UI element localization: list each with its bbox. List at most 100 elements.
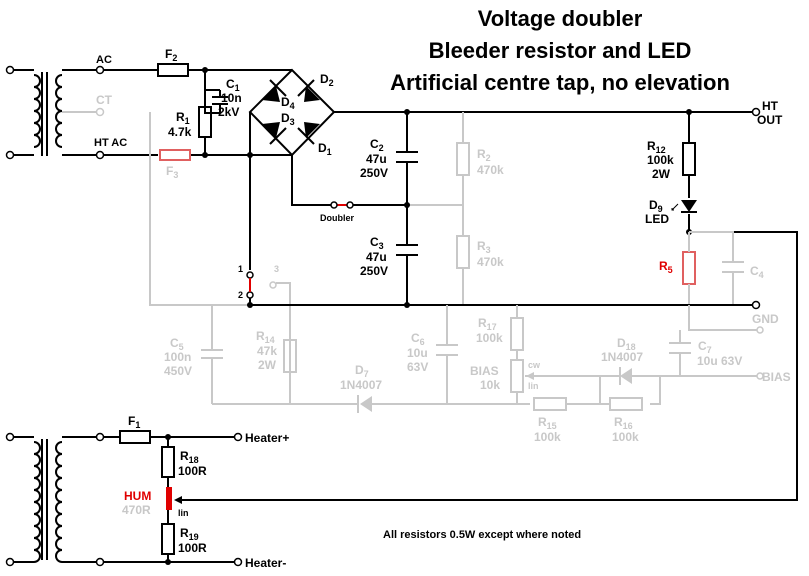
hum-label: HUM bbox=[124, 489, 151, 503]
f3-label: F3 bbox=[166, 164, 178, 180]
switch-pos-1: 1 bbox=[238, 264, 243, 274]
r12-value2: 2W bbox=[652, 167, 671, 181]
label-ac: AC bbox=[96, 54, 112, 66]
c6-label: C6 bbox=[411, 331, 425, 347]
d9-label: D9 bbox=[649, 198, 663, 214]
capacitor-c6 bbox=[436, 344, 458, 356]
f2-label: F2 bbox=[165, 47, 177, 63]
c2-value1: 47u bbox=[366, 152, 387, 166]
r15-label: R15 bbox=[538, 415, 557, 431]
diode-d7-icon bbox=[360, 396, 372, 412]
ht-transformer bbox=[5, 65, 105, 160]
label-ht-ac: HT AC bbox=[94, 137, 127, 149]
d9-value: LED bbox=[645, 212, 669, 226]
diode-d18-icon bbox=[620, 368, 632, 384]
capacitor-c5 bbox=[201, 349, 223, 359]
label-cw: cw bbox=[528, 360, 541, 370]
title-line-3: Artificial centre tap, no elevation bbox=[390, 70, 730, 95]
resistor-r3 bbox=[456, 235, 470, 269]
label-heater-minus: Heater- bbox=[245, 556, 286, 570]
resistor-r5 bbox=[682, 251, 696, 285]
capacitor-c3 bbox=[396, 244, 418, 256]
label-ht: HT bbox=[762, 99, 779, 113]
switch-pos-2: 2 bbox=[238, 290, 243, 300]
label-out: OUT bbox=[757, 113, 783, 127]
resistor-r19 bbox=[161, 523, 175, 555]
c2-label: C2 bbox=[370, 137, 384, 153]
r14-value2: 2W bbox=[258, 358, 277, 372]
c1-value1: 10n bbox=[221, 91, 242, 105]
r12-value1: 100k bbox=[647, 153, 674, 167]
c5-label: C5 bbox=[170, 336, 184, 352]
r12-label: R12 bbox=[647, 139, 666, 155]
r1-label: R1 bbox=[176, 110, 190, 126]
d2-label: D2 bbox=[320, 72, 334, 88]
fuse-f2 bbox=[157, 63, 189, 77]
resistor-r15 bbox=[533, 397, 567, 411]
fuse-f1 bbox=[119, 430, 151, 444]
capacitor-c1 bbox=[212, 96, 228, 105]
r1-value: 4.7k bbox=[168, 125, 192, 139]
c3-value1: 47u bbox=[366, 250, 387, 264]
c1-value2: 2kV bbox=[218, 105, 239, 119]
hum-wiper-icon bbox=[174, 496, 182, 504]
switch-pos-3: 3 bbox=[274, 264, 279, 274]
r2-value: 470k bbox=[477, 163, 504, 177]
label-lin: lin bbox=[528, 381, 539, 391]
c7-label: C7 bbox=[698, 339, 712, 355]
bias-pot-label: BIAS bbox=[470, 364, 499, 378]
d7-value: 1N4007 bbox=[340, 378, 382, 392]
c5-value2: 450V bbox=[164, 364, 192, 378]
r15-value: 100k bbox=[534, 430, 561, 444]
capacitor-c7 bbox=[669, 342, 691, 354]
c2-value2: 250V bbox=[360, 166, 388, 180]
d1-label: D1 bbox=[318, 141, 332, 157]
d7-label: D7 bbox=[355, 363, 369, 379]
bridge-rectifier bbox=[248, 68, 336, 157]
label-lin-hum: lin bbox=[178, 508, 189, 518]
c6-value1: 10u bbox=[407, 346, 428, 360]
label-gnd: GND bbox=[752, 312, 779, 326]
r3-value: 470k bbox=[477, 255, 504, 269]
c6-value2: 63V bbox=[407, 360, 428, 374]
r5-label: R5 bbox=[659, 259, 673, 275]
resistor-r18 bbox=[161, 446, 175, 478]
note-text: All resistors 0.5W except where noted bbox=[383, 529, 581, 541]
r14-value1: 47k bbox=[257, 344, 277, 358]
f1-label: F1 bbox=[128, 414, 140, 430]
r17-label: R17 bbox=[478, 316, 497, 332]
r19-label: R19 bbox=[180, 526, 199, 542]
resistor-r14 bbox=[283, 339, 297, 373]
r14-label: R14 bbox=[256, 329, 275, 345]
resistor-r12 bbox=[682, 142, 696, 176]
d18-label: D18 bbox=[617, 336, 636, 352]
led-d9-icon bbox=[681, 200, 697, 212]
r18-value: 100R bbox=[178, 464, 207, 478]
d4-label: D4 bbox=[281, 95, 295, 111]
label-doubler: Doubler bbox=[320, 213, 354, 223]
bias-pot-value: 10k bbox=[480, 378, 500, 392]
heater-transformer bbox=[5, 432, 105, 567]
r16-label: R16 bbox=[614, 415, 633, 431]
c3-label: C3 bbox=[370, 235, 384, 251]
r3-label: R3 bbox=[477, 239, 491, 255]
r2-label: R2 bbox=[477, 147, 491, 163]
label-heater-plus: Heater+ bbox=[245, 431, 289, 445]
label-bias: BIAS bbox=[762, 370, 791, 384]
c1-label: C1 bbox=[226, 77, 240, 93]
resistor-r17 bbox=[510, 317, 524, 351]
r17-value: 100k bbox=[476, 331, 503, 345]
potentiometer-bias bbox=[510, 359, 524, 393]
r19-value: 100R bbox=[178, 541, 207, 555]
c7-value: 10u 63V bbox=[697, 354, 742, 368]
c3-value2: 250V bbox=[360, 264, 388, 278]
hum-pot bbox=[166, 487, 172, 510]
c5-value1: 100n bbox=[164, 350, 191, 364]
d3-label: D3 bbox=[281, 111, 295, 127]
title-line-2: Bleeder resistor and LED bbox=[429, 38, 692, 63]
c4-label: C4 bbox=[750, 264, 764, 280]
capacitor-c2 bbox=[396, 151, 418, 163]
label-ct: CT bbox=[96, 93, 113, 107]
resistor-r2 bbox=[456, 142, 470, 176]
